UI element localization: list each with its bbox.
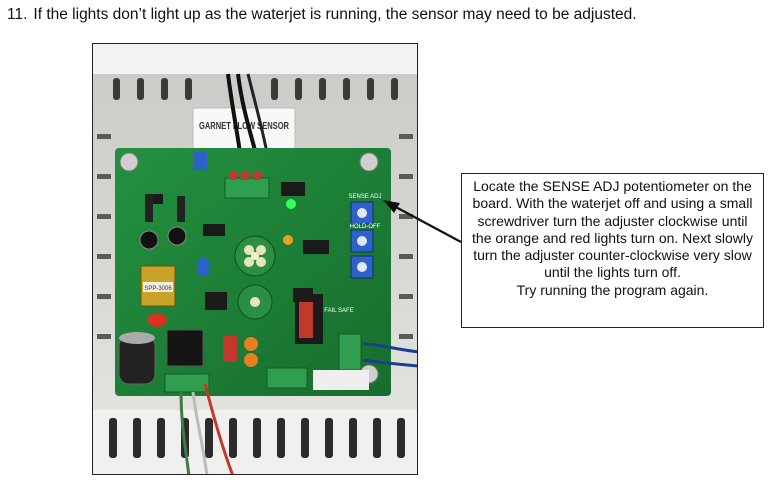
sense-adj-label: SENSE ADJ bbox=[348, 194, 381, 200]
enclosure-top-vents bbox=[113, 78, 398, 100]
step-number: 11. bbox=[7, 6, 28, 23]
potentiometers bbox=[193, 152, 374, 279]
enclosure-label: GARNET FLOW SENSOR bbox=[199, 121, 290, 132]
enclosure-top bbox=[93, 44, 417, 74]
callout-body: Locate the SENSE ADJ potentiometer on th… bbox=[472, 178, 753, 281]
step-instruction: 11. If the lights don’t light up as the w… bbox=[7, 5, 762, 25]
enclosure-side-vents bbox=[97, 134, 413, 339]
capacitors bbox=[139, 194, 187, 250]
terminal-block-top bbox=[224, 177, 270, 199]
fail-safe-label: FAIL SAFE bbox=[324, 308, 353, 314]
hold-off-label: HOLD-OFF bbox=[350, 224, 381, 230]
photo-illustration: GARNET FLOW SENSOR bbox=[93, 44, 417, 474]
enclosure-bottom-vents bbox=[109, 418, 405, 458]
terminal-block-right bbox=[338, 333, 362, 371]
power-transformer bbox=[166, 329, 204, 367]
terminal-block-bottom-left bbox=[164, 373, 210, 393]
callout-box: Locate the SENSE ADJ potentiometer on th… bbox=[461, 173, 764, 328]
callout-footer: Try running the program again. bbox=[516, 281, 709, 298]
sensor-board-photo: GARNET FLOW SENSOR bbox=[92, 43, 418, 475]
terminal-block-bottom-center bbox=[266, 367, 308, 389]
indicator-leds bbox=[244, 199, 296, 267]
step-text: If the lights don’t light up as the wate… bbox=[33, 6, 637, 23]
transformer-label: SPP-3006 bbox=[144, 286, 172, 292]
